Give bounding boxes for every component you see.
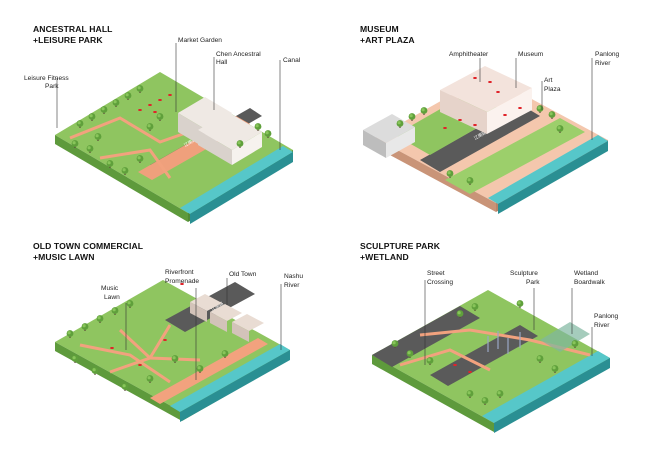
panel-subtitle: +MUSIC LAWN xyxy=(33,252,95,262)
label-leisure-fitness-park-2: Park xyxy=(45,83,59,90)
label-panlong-river-2: River xyxy=(594,322,610,329)
panel-subtitle: +ART PLAZA xyxy=(360,35,415,45)
panel-title: OLD TOWN COMMERCIAL xyxy=(33,241,143,251)
label-leisure-fitness-park: Leisure Fitness xyxy=(24,75,69,82)
panel-title: MUSEUM xyxy=(360,24,399,34)
site-model: 江南路 xyxy=(363,66,608,214)
label-chen-ancestral-hall-2: Hall xyxy=(216,59,228,66)
label-panlong-river: Panlong xyxy=(595,51,620,58)
label-music-lawn-2: Lawn xyxy=(104,294,120,301)
site-model: 江南路 xyxy=(55,72,293,224)
label-art-plaza-2: Plaza xyxy=(544,86,561,93)
label-sculpture-park-2: Park xyxy=(526,279,540,286)
panel-subtitle: +LEISURE PARK xyxy=(33,35,103,45)
panel-sculpture-park: SCULPTURE PARK +WETLAND xyxy=(360,241,619,433)
label-panlong-river: Panlong xyxy=(594,313,619,320)
label-riverfront-promenade: Riverfront xyxy=(165,269,194,276)
label-market-garden: Market Garden xyxy=(178,37,222,44)
label-street-crossing: Street xyxy=(427,270,445,277)
label-wetland-boardwalk-2: Boardwalk xyxy=(574,279,605,286)
label-panlong-river-2: River xyxy=(595,60,611,67)
label-old-town: Old Town xyxy=(229,271,257,278)
site-model xyxy=(372,290,610,433)
panel-museum: MUSEUM +ART PLAZA 江南路 xyxy=(360,24,620,214)
label-music-lawn: Music xyxy=(101,285,119,292)
panel-old-town: OLD TOWN COMMERCIAL +MUSIC LAWN 江南路 xyxy=(33,241,303,422)
label-nashu-river: Nashu xyxy=(284,273,303,280)
label-amphitheater: Amphitheater xyxy=(449,51,489,58)
label-wetland-boardwalk: Wetland xyxy=(574,270,598,277)
label-art-plaza: Art xyxy=(544,77,553,84)
label-nashu-river-2: River xyxy=(284,282,300,289)
label-chen-ancestral-hall: Chen Ancestral xyxy=(216,51,261,58)
panel-title: SCULPTURE PARK xyxy=(360,241,441,251)
panel-subtitle: +WETLAND xyxy=(360,252,409,262)
panel-ancestral-hall: ANCESTRAL HALL +LEISURE PARK 江南路 xyxy=(24,24,301,224)
panel-title: ANCESTRAL HALL xyxy=(33,24,113,34)
label-canal: Canal xyxy=(283,57,301,64)
label-museum: Museum xyxy=(518,51,544,58)
label-riverfront-promenade-2: Promenade xyxy=(165,278,199,285)
label-street-crossing-2: Crossing xyxy=(427,279,453,286)
site-model: 江南路 xyxy=(55,280,290,422)
label-sculpture-park: Sculpture xyxy=(510,270,538,277)
